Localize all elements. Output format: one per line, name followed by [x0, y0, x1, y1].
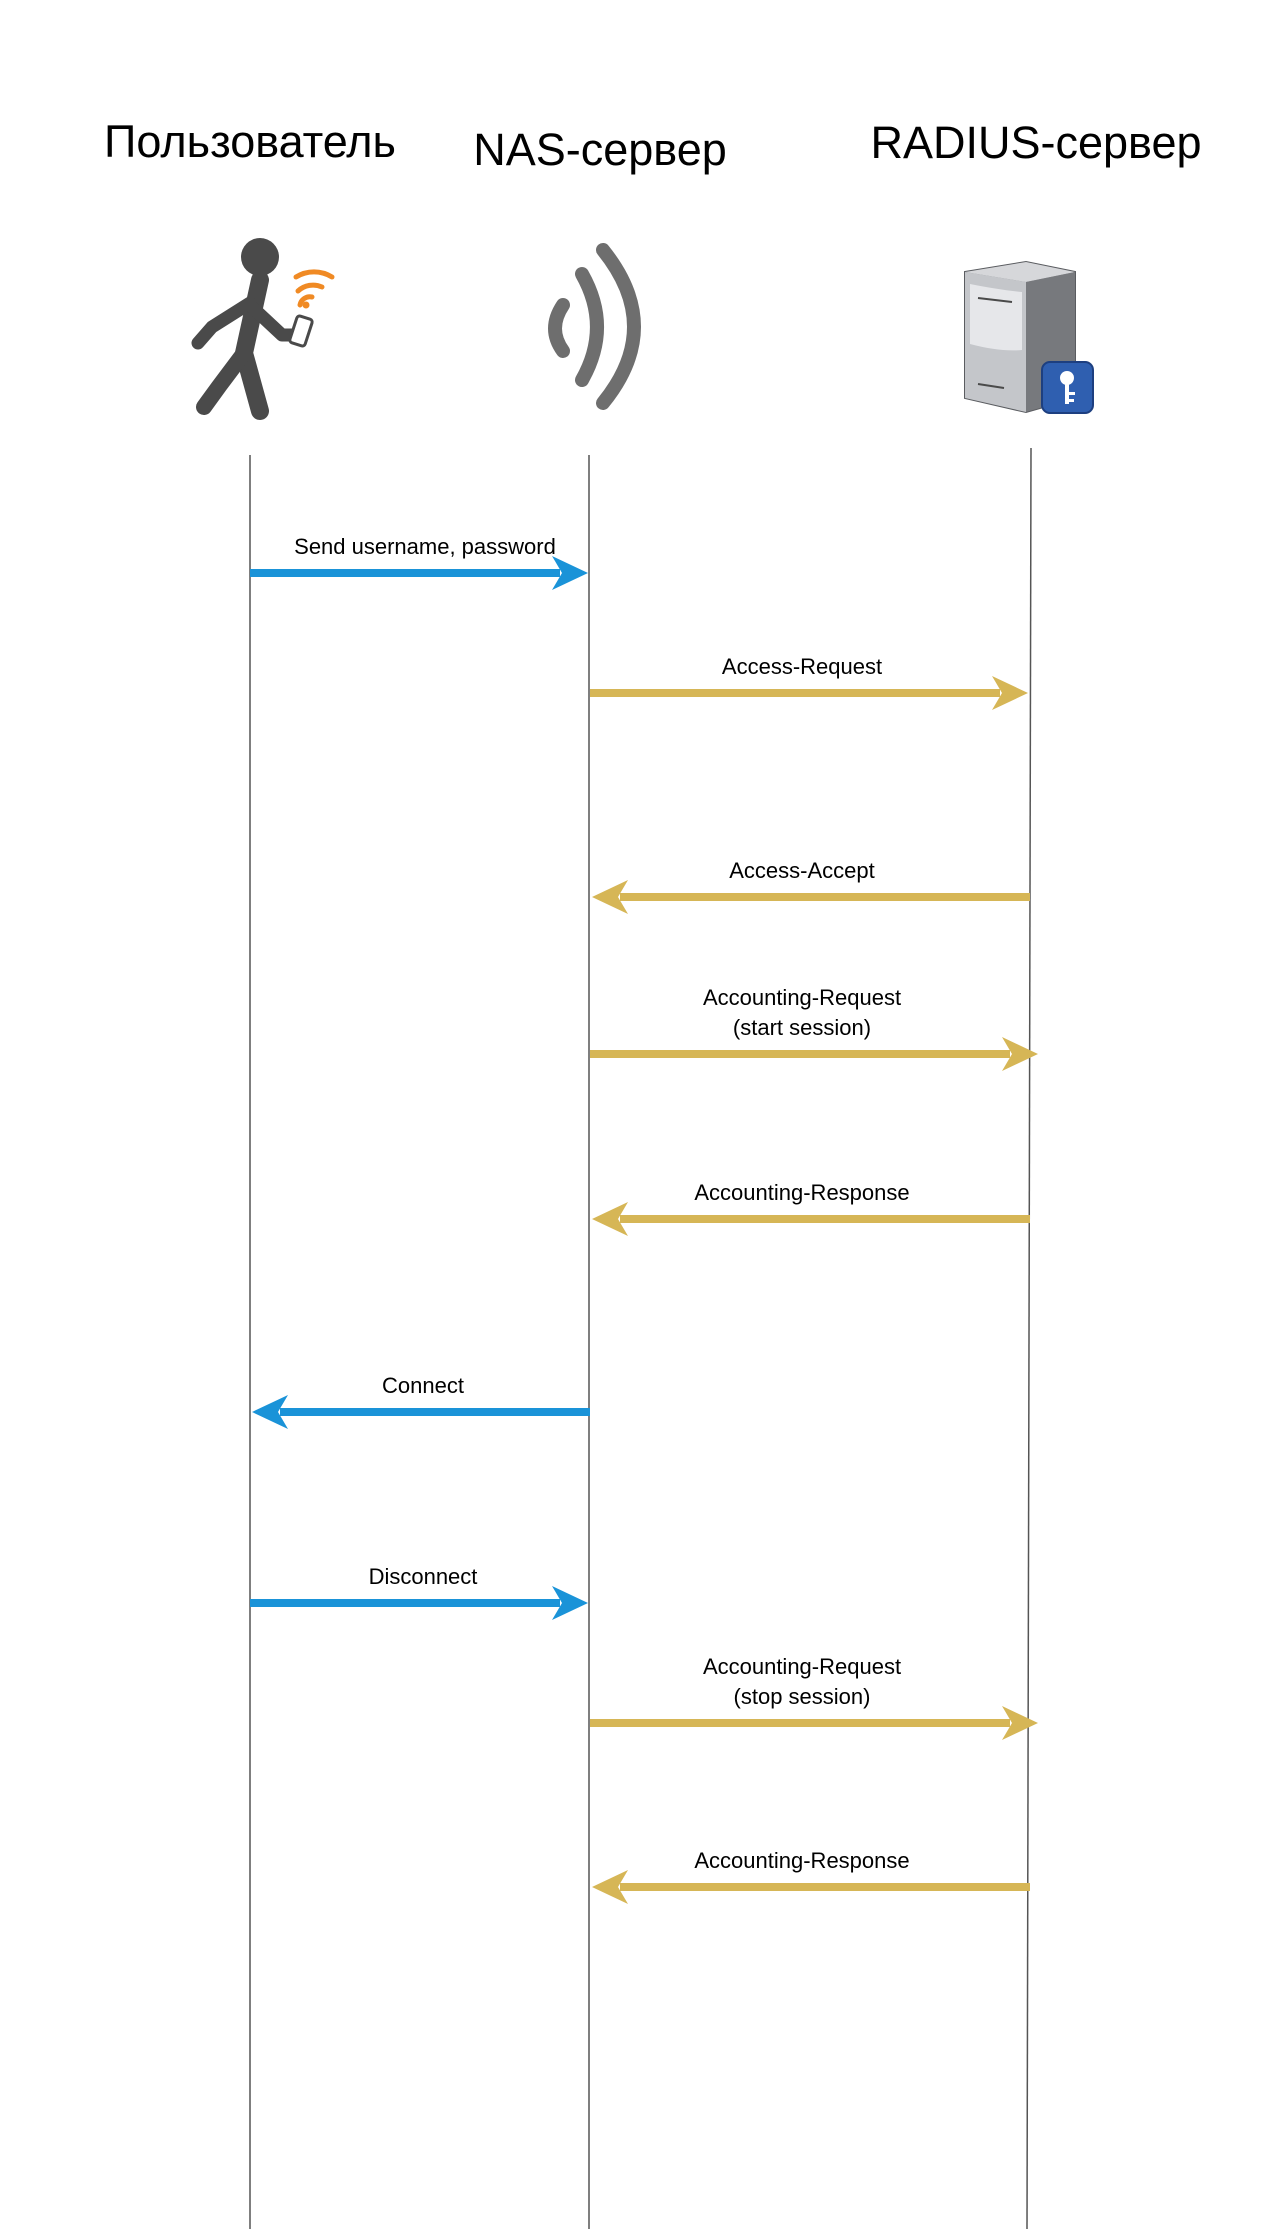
message-disconnect: Disconnect	[250, 1564, 588, 1620]
message-label: Disconnect	[369, 1564, 478, 1589]
message-connect: Connect	[252, 1373, 590, 1429]
message-accounting-response-1: Accounting-Response	[592, 1180, 1030, 1236]
message-access-accept: Access-Accept	[592, 858, 1030, 914]
message-label: Connect	[382, 1373, 464, 1398]
wireless-signal-icon	[548, 243, 641, 410]
message-arrowhead	[992, 676, 1028, 710]
message-access-request: Access-Request	[590, 654, 1028, 710]
walking-person-phone-icon	[191, 238, 335, 420]
message-accounting-request-stop: Accounting-Request (stop session)	[590, 1654, 1038, 1740]
message-arrowhead	[1002, 1037, 1038, 1071]
actor-label-user: Пользователь	[104, 116, 396, 167]
message-label: Send username, password	[294, 534, 556, 559]
message-label: Accounting-Request	[703, 985, 901, 1010]
message-label: Access-Accept	[729, 858, 875, 883]
message-label: Accounting-Request	[703, 1654, 901, 1679]
message-arrowhead	[252, 1395, 288, 1429]
message-accounting-response-2: Accounting-Response	[592, 1848, 1030, 1904]
message-arrowhead	[592, 1202, 628, 1236]
lifeline-radius	[1026, 447, 1032, 2229]
actor-label-nas: NAS-сервер	[473, 124, 727, 175]
message-accounting-request-start: Accounting-Request (start session)	[590, 985, 1038, 1071]
actor-label-radius: RADIUS-сервер	[870, 117, 1201, 168]
message-label: Access-Request	[722, 654, 882, 679]
message-arrowhead	[592, 880, 628, 914]
message-send-credentials: Send username, password	[250, 534, 588, 590]
message-arrowhead	[552, 1586, 588, 1620]
message-label: Accounting-Response	[694, 1848, 909, 1873]
server-key-icon	[964, 260, 1094, 414]
message-arrowhead	[552, 556, 588, 590]
message-label-line2: (stop session)	[734, 1684, 871, 1709]
message-label-line2: (start session)	[733, 1015, 871, 1040]
message-label: Accounting-Response	[694, 1180, 909, 1205]
message-arrowhead	[1002, 1706, 1038, 1740]
message-arrowhead	[592, 1870, 628, 1904]
